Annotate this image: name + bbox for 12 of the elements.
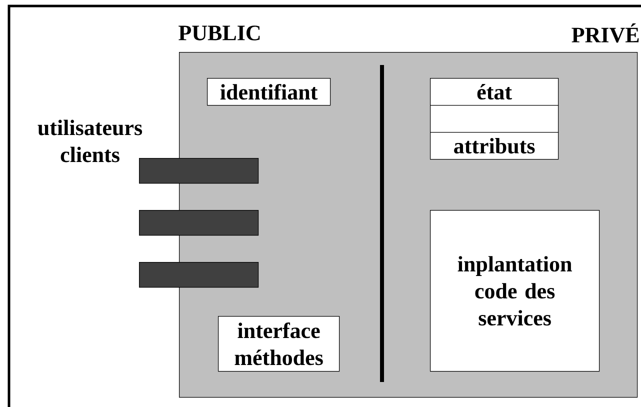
text-box: attributs (430, 132, 559, 160)
heading-label: PUBLIC (178, 26, 260, 40)
empty-cell (430, 105, 559, 133)
text-box: identifiant (207, 78, 331, 106)
interface-bar (139, 262, 259, 288)
text-box: interface méthodes (218, 316, 340, 372)
interface-bar (139, 158, 259, 184)
text-box: inplantation code des services (430, 210, 600, 372)
heading-label: PRIVÉ (572, 23, 639, 43)
interface-bar (139, 210, 259, 236)
heading-label: utilisateurs clients (38, 120, 142, 162)
text-box: état (430, 78, 559, 106)
